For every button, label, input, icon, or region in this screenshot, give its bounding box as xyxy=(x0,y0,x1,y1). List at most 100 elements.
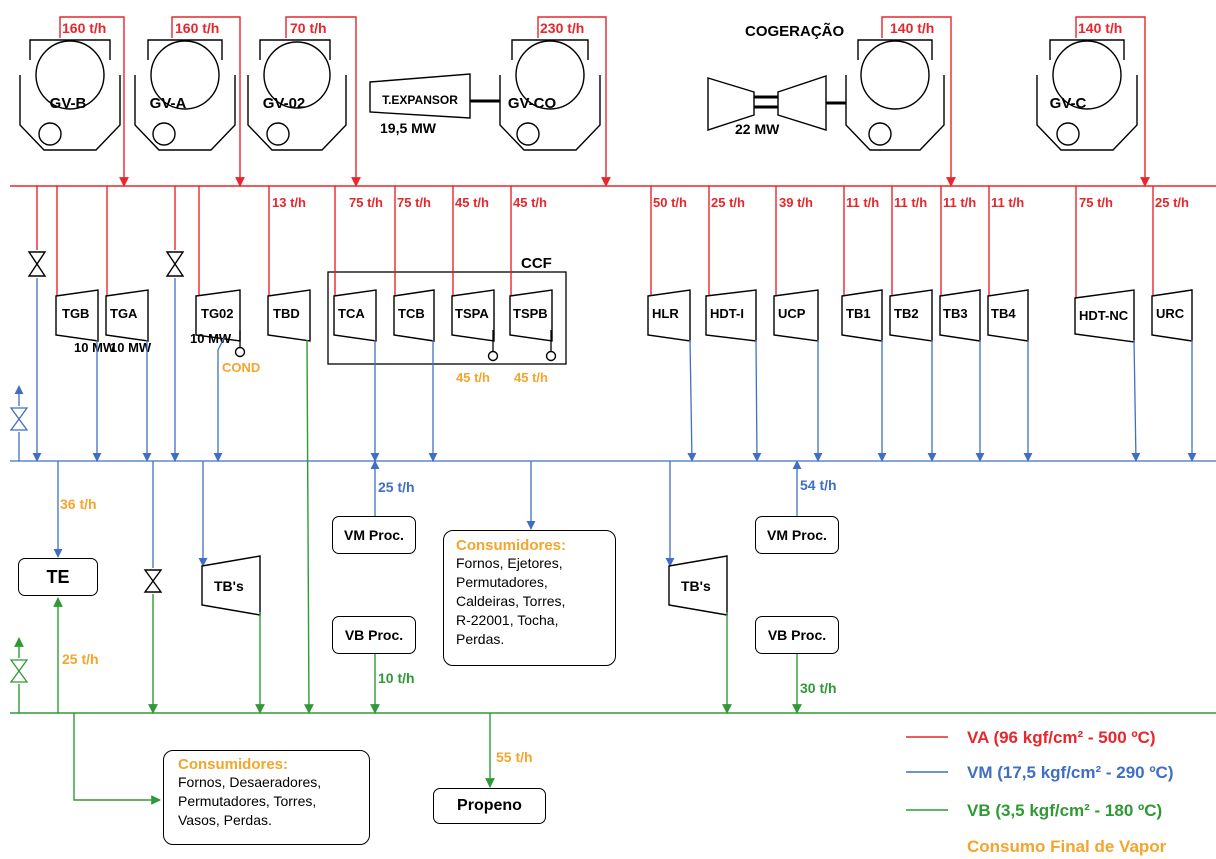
turbine-tbd: TBD 13 t/h xyxy=(267,186,314,714)
tga-power: 10 MW xyxy=(110,340,152,355)
vb-proc-left-box: VB Proc. xyxy=(332,616,416,654)
turbine-tcb: TCB 75 t/h xyxy=(393,186,438,462)
propeno-label: Propeno xyxy=(457,797,522,814)
tb2-label: TB2 xyxy=(894,306,919,321)
tcb-flow: 75 t/h xyxy=(397,195,431,210)
tspa-cond-flow: 45 t/h xyxy=(456,370,490,385)
generator-gv-a: GV-A 160 t/h xyxy=(134,16,245,187)
vb-proc-left-flow: 10 t/h xyxy=(378,670,415,686)
generator-gv-c: GV-C 140 t/h xyxy=(1036,16,1150,187)
turbine-tb2: TB2 11 t/h xyxy=(889,186,937,462)
gas-turbine: 22 MW xyxy=(707,75,846,137)
tgb-label: TGB xyxy=(62,306,89,321)
pressure-reducing-valve-2 xyxy=(165,186,185,462)
te-vb-flow: 25 t/h xyxy=(62,651,99,667)
turbine-ucp: UCP 39 t/h xyxy=(773,186,823,462)
vb-proc-right-label: VB Proc. xyxy=(767,627,827,643)
gv-02-flow: 70 t/h xyxy=(290,20,327,36)
tbs-right-label: TB's xyxy=(681,578,711,594)
te-label: TE xyxy=(46,566,70,587)
turbine-tgb: TGB 10 MW xyxy=(55,186,116,462)
consumers-vb-title: Consumidores: xyxy=(178,756,289,773)
tb2-flow: 11 t/h xyxy=(894,195,927,210)
hdt-i-label: HDT-I xyxy=(710,306,744,321)
consumers-vm-line: Fornos, Ejetores, xyxy=(456,555,563,571)
consumers-vm-line: R-22001, Tocha, xyxy=(456,612,559,628)
tg02-label: TG02 xyxy=(201,306,234,321)
te-vm-flow: 36 t/h xyxy=(60,496,97,512)
gv-b-flow: 160 t/h xyxy=(62,20,106,36)
vb-proc-right-flow: 30 t/h xyxy=(800,680,837,696)
ccf-label: CCF xyxy=(521,255,552,272)
hdt-nc-flow: 75 t/h xyxy=(1079,195,1113,210)
expander-power: 19,5 MW xyxy=(380,120,437,136)
turbine-tg02: TG02 10 MW COND xyxy=(190,186,260,462)
tspb-cond-flow: 45 t/h xyxy=(514,370,548,385)
turbine-hdt-nc: HDT-NC 75 t/h xyxy=(1074,186,1141,462)
letdown-valve-vm-vb xyxy=(143,461,163,714)
consumers-vb-line: Fornos, Desaeradores, xyxy=(178,774,322,790)
tca-label: TCA xyxy=(338,306,365,321)
consumers-vm-line: Caldeiras, Torres, xyxy=(456,593,566,609)
tg02-power: 10 MW xyxy=(190,331,232,346)
hdt-nc-label: HDT-NC xyxy=(1079,308,1129,323)
tcb-label: TCB xyxy=(398,306,425,321)
generator-gv-co: GV-CO 230 t/h xyxy=(499,16,611,187)
turbine-hdt-i: HDT-I 25 t/h xyxy=(705,186,762,462)
vm-proc-right-label: VM Proc. xyxy=(767,527,827,543)
gv-02-label: GV-02 xyxy=(263,95,306,112)
gv-b-label: GV-B xyxy=(50,95,87,112)
pressure-reducing-valve-1 xyxy=(27,186,47,462)
legend-final: Consumo Final de Vapor xyxy=(967,837,1167,856)
tgb-power: 10 MW xyxy=(74,340,116,355)
cogeneration-title: COGERAÇÃO xyxy=(745,22,845,40)
vm-proc-left-box: VM Proc. xyxy=(332,516,416,554)
hlr-label: HLR xyxy=(652,306,679,321)
gv-c-flow: 140 t/h xyxy=(1078,20,1122,36)
legend-vm: VM (17,5 kgf/cm² - 290 ºC) xyxy=(967,763,1174,782)
ccf-group xyxy=(327,271,567,365)
urc-label: URC xyxy=(1156,306,1185,321)
hdt-i-flow: 25 t/h xyxy=(711,195,745,210)
tg02-cond: COND xyxy=(222,360,260,375)
gv-co-flow: 230 t/h xyxy=(540,20,584,36)
legend-vb: VB (3,5 kgf/cm² - 180 ºC) xyxy=(967,801,1162,820)
turbine-tb3: TB3 11 t/h xyxy=(939,186,985,462)
turbo-expander: T.EXPANSOR 19,5 MW xyxy=(369,73,500,136)
turbine-tca: TCA 75 t/h xyxy=(333,186,383,462)
urc-flow: 25 t/h xyxy=(1155,195,1189,210)
vm-proc-right-box: VM Proc. xyxy=(755,516,839,554)
consumers-vb-box: Consumidores: Fornos, Desaeradores, Perm… xyxy=(163,750,370,845)
tspb-flow: 45 t/h xyxy=(513,195,547,210)
turbine-tspa: TSPA 45 t/h 45 t/h xyxy=(451,186,499,385)
tb3-label: TB3 xyxy=(943,306,968,321)
propeno-box: Propeno xyxy=(433,788,546,824)
tspa-label: TSPA xyxy=(455,306,489,321)
turbine-urc: URC 25 t/h xyxy=(1151,186,1197,462)
tb4-label: TB4 xyxy=(991,306,1016,321)
vb-proc-left-label: VB Proc. xyxy=(344,627,404,643)
te-box: TE xyxy=(18,558,98,596)
turbine-tb4: TB4 11 t/h xyxy=(987,186,1033,462)
propeno-flow: 55 t/h xyxy=(496,749,533,765)
legend-va: VA (96 kgf/cm² - 500 ºC) xyxy=(967,728,1156,747)
tspa-flow: 45 t/h xyxy=(455,195,489,210)
consumers-vm-line: Permutadores, xyxy=(456,574,548,590)
legend: VA (96 kgf/cm² - 500 ºC) VM (17,5 kgf/cm… xyxy=(906,728,1174,856)
tspb-label: TSPB xyxy=(513,306,548,321)
hlr-flow: 50 t/h xyxy=(653,195,687,210)
tb1-flow: 11 t/h xyxy=(846,195,879,210)
generator-gv-b: GV-B 160 t/h xyxy=(19,16,129,187)
tb1-label: TB1 xyxy=(846,306,871,321)
turbine-tb1: TB1 11 t/h xyxy=(841,186,887,462)
vb-proc-right-box: VB Proc. xyxy=(755,616,839,654)
consumers-vm-line: Perdas. xyxy=(456,631,505,647)
gv-a-label: GV-A xyxy=(150,95,187,112)
tbs-right: TB's xyxy=(665,461,732,714)
consumers-vb-line: Permutadores, Torres, xyxy=(178,793,317,809)
gv-a-flow: 160 t/h xyxy=(175,20,219,36)
consumers-vm-box: Consumidores: Fornos, Ejetores, Permutad… xyxy=(443,530,616,666)
vm-proc-left-label: VM Proc. xyxy=(344,527,404,543)
